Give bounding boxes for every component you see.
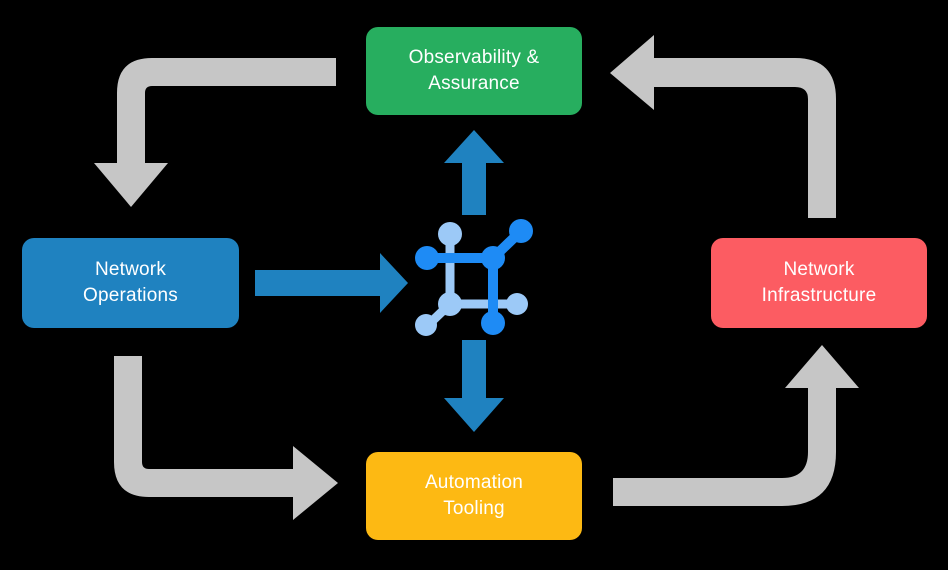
node-network-infrastructure-label: Network Infrastructure: [761, 259, 877, 306]
node-observability-and-assurance[interactable]: Observability & Assurance: [366, 27, 582, 115]
connector-ops-to-automation: [114, 356, 338, 520]
node-network-operations-label: Network Operations: [83, 259, 178, 306]
node-observability-label: Observability & Assurance: [408, 47, 540, 94]
connector-center-to-observability: [444, 130, 504, 215]
node-automation-tooling[interactable]: Automation Tooling: [366, 452, 582, 540]
connector-ops-to-center: [255, 253, 408, 313]
node-automation-tooling-label: Automation Tooling: [424, 472, 524, 519]
network-topology-icon: [415, 219, 533, 336]
connector-infrastructure-to-observability: [610, 35, 836, 218]
node-network-infrastructure[interactable]: Network Infrastructure: [711, 238, 927, 328]
connector-center-to-automation: [444, 340, 504, 432]
connector-automation-to-infrastructure: [613, 345, 859, 506]
connector-observability-to-ops: [94, 58, 336, 207]
node-network-operations[interactable]: Network Operations: [22, 238, 239, 328]
